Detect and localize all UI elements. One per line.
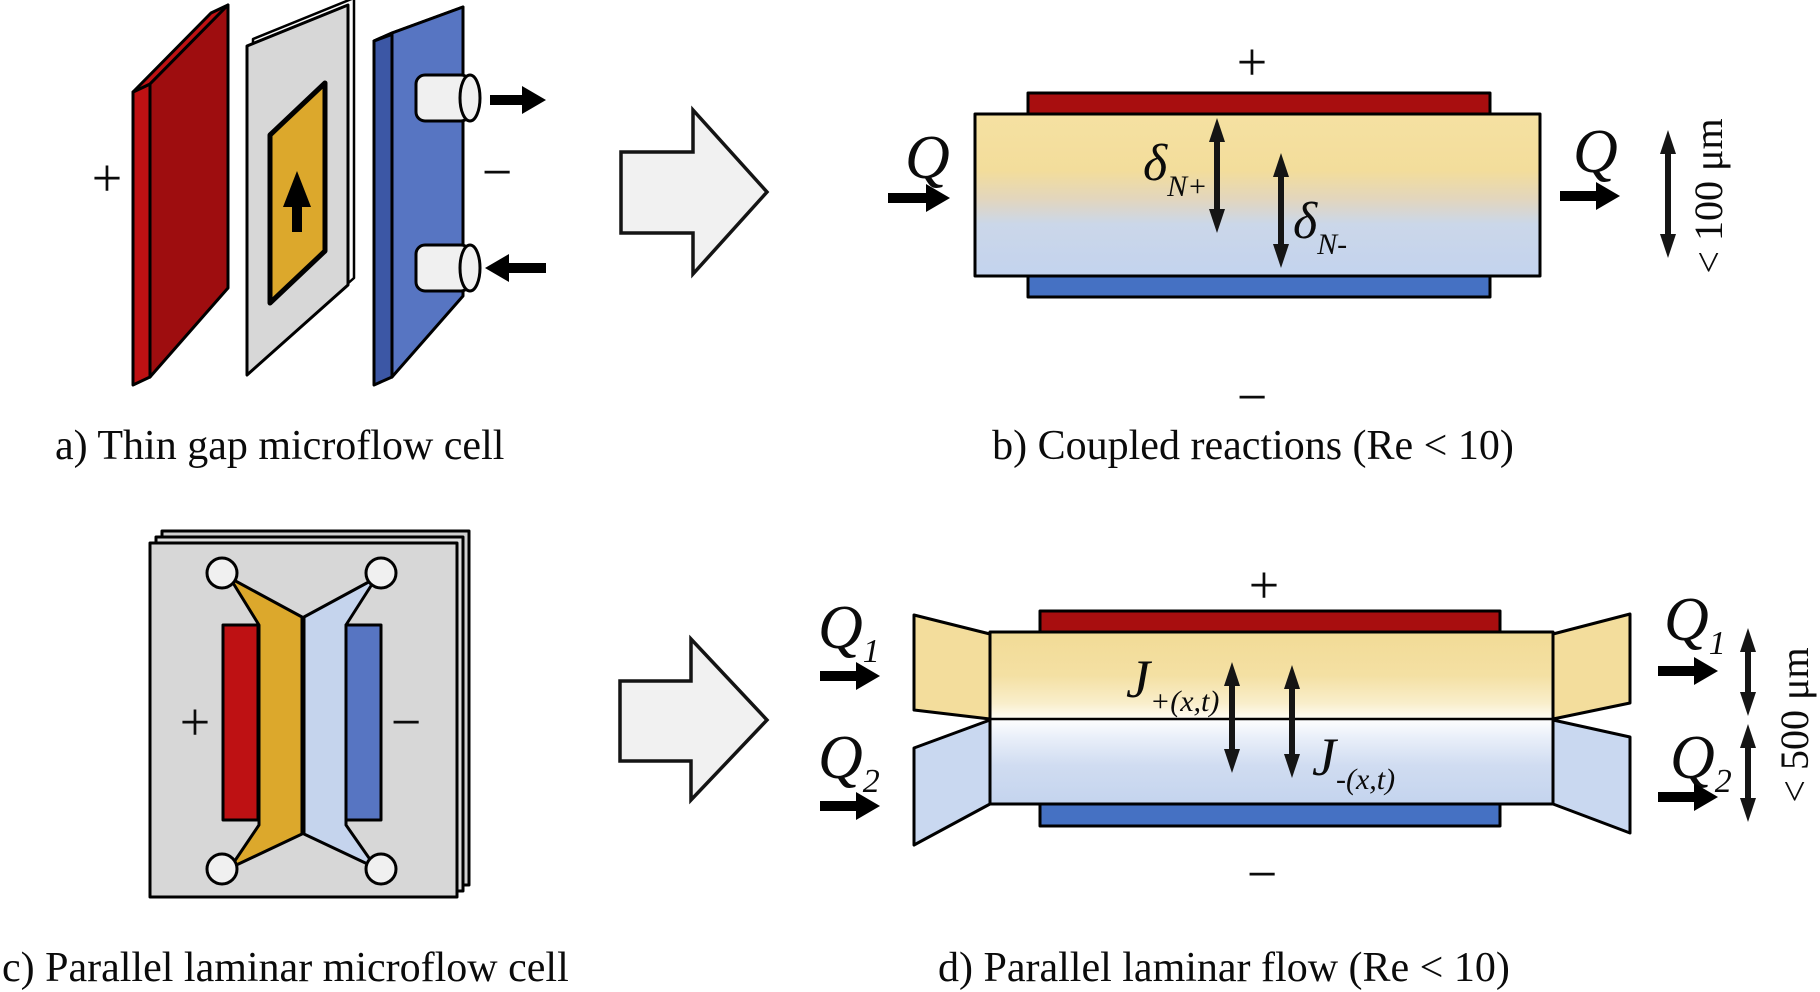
panel-a: + (55, 0, 546, 469)
anode-electrode-c (221, 623, 260, 822)
cell-body-front (148, 541, 459, 899)
q2-in-arrow (820, 792, 880, 820)
q2-in-label: Q2 (818, 724, 880, 800)
anode-electrode-d (1038, 609, 1502, 634)
boundary-layer-arrow-n-minus (1273, 153, 1289, 268)
inlet-wedge-stream1 (912, 613, 992, 721)
arrow-head-down (1273, 244, 1289, 268)
flow-direction-arrow-head (283, 171, 311, 207)
outlet-flow-arrow (490, 86, 546, 114)
q2-out-arrow (1658, 783, 1718, 811)
cathode-polarity-label-a: − (482, 142, 512, 202)
inlet-port-bottom (414, 243, 482, 293)
arrow-head-up (1740, 724, 1756, 748)
q2-out-arrow-head (1694, 783, 1718, 811)
flow-in-label-b: Q (905, 124, 950, 192)
outlet-port-cap (458, 73, 482, 123)
q2-in-arrow-head (856, 792, 880, 820)
port-top-left (205, 556, 239, 590)
cathode-polarity-label-d: − (1247, 844, 1277, 904)
arrow-head-down (1740, 798, 1756, 822)
delta-n-plus-label: δN+ (1143, 135, 1207, 203)
flow-out-arrow-head (1596, 182, 1620, 210)
flux-arrow-left (1224, 662, 1240, 773)
arrow-head-down (1660, 234, 1676, 258)
port-bottom-left (205, 852, 239, 886)
arrow-head-up (1209, 118, 1225, 142)
outlet-flow-arrow-head (522, 86, 546, 114)
inlet-port-cap (458, 243, 482, 293)
q1-in-arrow-head (856, 662, 880, 690)
cathode-plate (372, 5, 482, 387)
anode-polarity-label-c: + (180, 692, 210, 752)
anode-polarity-label-d: + (1249, 555, 1279, 615)
q1-out-arrow-head (1694, 657, 1718, 685)
caption-a: a) Thin gap microflow cell (55, 423, 504, 469)
delta-n-minus-label: δN- (1293, 193, 1347, 261)
cathode-plate-front-face (390, 5, 465, 379)
j-plus-flux-label: J+(x,t) (1126, 649, 1219, 718)
cathode-electrode-c (344, 623, 383, 822)
flow-out-arrow-b (1560, 182, 1620, 210)
gasket-plate (245, 0, 356, 377)
transform-arrow-ab (619, 105, 770, 279)
arrow-head-up (1284, 665, 1300, 689)
q1-in-label: Q1 (818, 594, 880, 670)
anode-plate-side-face (131, 82, 152, 387)
arrow-head-up (1740, 628, 1756, 652)
cathode-plate-side-face (372, 31, 394, 387)
inlet-flow-arrow-head (485, 254, 509, 282)
cathode-polarity-label-b: − (1237, 367, 1267, 427)
gap-dimension-label-b: < 100 μm (1686, 118, 1731, 273)
arrow-head-down (1284, 754, 1300, 778)
gap-dimension-arrow-stream1 (1740, 628, 1756, 716)
flow-in-arrow-b (888, 184, 950, 212)
flow-direction-arrow (283, 171, 311, 232)
anode-plate-front-face (148, 3, 230, 379)
gap-dimension-label-d: < 500 μm (1772, 647, 1817, 802)
flow-in-arrow-head (926, 184, 950, 212)
arrow-head-up (1224, 662, 1240, 686)
inlet-wedge-stream2 (912, 718, 992, 847)
arrow-head-down (1740, 692, 1756, 716)
gap-dimension-arrow-b (1660, 130, 1676, 258)
channel-d-bottom-stream (990, 719, 1553, 804)
outlet-port-top (414, 73, 482, 123)
arrow-head-down (1209, 209, 1225, 233)
caption-d: d) Parallel laminar flow (Re < 10) (938, 945, 1510, 991)
anode-electrode-b (1026, 91, 1492, 116)
panel-c: + − c) Parallel laminar microflow cell (2, 529, 569, 991)
panel-d: + − Q1 Q2 J+(x,t) (818, 555, 1817, 991)
q1-out-arrow (1658, 657, 1718, 685)
port-bottom-right (364, 852, 398, 886)
gap-dimension-arrow-stream2 (1740, 724, 1756, 822)
q1-out-label: Q1 (1664, 586, 1726, 662)
anode-plate (131, 3, 230, 387)
outlet-wedge-stream2 (1551, 718, 1632, 835)
flow-out-label-b: Q (1573, 118, 1618, 186)
cathode-polarity-label-c: − (391, 692, 421, 752)
outlet-wedge-stream1 (1551, 612, 1632, 721)
flux-arrow-right (1284, 665, 1300, 778)
anode-polarity-label-a: + (92, 148, 122, 208)
cathode-electrode-b (1026, 274, 1492, 299)
caption-b: b) Coupled reactions (Re < 10) (992, 423, 1514, 469)
channel-b (973, 112, 1542, 278)
caption-c: c) Parallel laminar microflow cell (2, 945, 569, 991)
boundary-layer-arrow-n-plus (1209, 118, 1225, 233)
q1-in-arrow (820, 662, 880, 690)
inlet-flow-arrow (485, 254, 546, 282)
port-top-right (364, 556, 398, 590)
j-minus-flux-label: J-(x,t) (1312, 727, 1395, 796)
arrow-head-down (1224, 749, 1240, 773)
panel-b: + − Q δN+ δN- Q (888, 32, 1731, 469)
cathode-electrode-d (1038, 802, 1502, 828)
anode-polarity-label-b: + (1237, 32, 1267, 92)
transform-arrow-cd (618, 634, 770, 805)
channel-d-top-stream (990, 632, 1553, 719)
arrow-head-up (1660, 130, 1676, 154)
q2-out-label: Q2 (1670, 724, 1732, 800)
arrow-head-up (1273, 153, 1289, 177)
